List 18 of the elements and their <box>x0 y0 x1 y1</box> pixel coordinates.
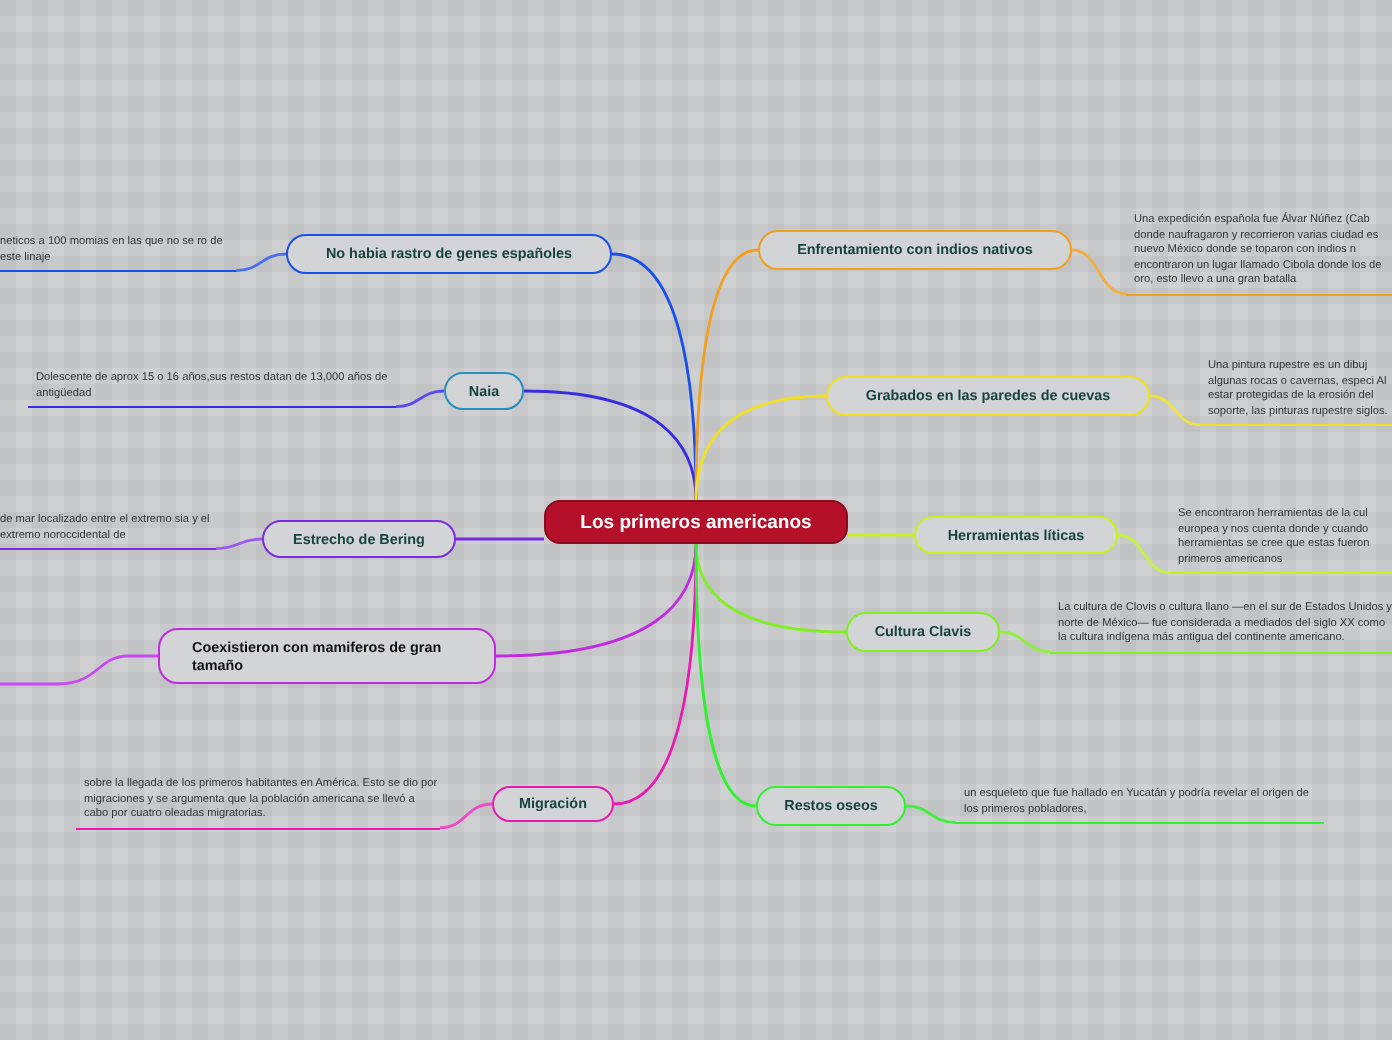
connector-line <box>1117 533 1171 575</box>
connector-line <box>905 804 957 824</box>
connector-line <box>235 252 287 272</box>
connector-line <box>1071 248 1127 296</box>
connector-line <box>848 533 914 537</box>
connector-line <box>694 543 847 634</box>
connector-line <box>694 394 827 501</box>
connector-line <box>1149 394 1201 427</box>
connector-line <box>523 389 698 501</box>
connector-line <box>395 389 445 408</box>
connector-line <box>0 654 158 686</box>
connector-line <box>495 543 698 658</box>
connector-line <box>456 537 544 541</box>
connector-line <box>694 544 757 808</box>
connector-line <box>999 630 1051 654</box>
central-topic: Los primeros americanos <box>544 500 848 544</box>
connector-line <box>439 802 493 830</box>
connector-line <box>215 537 263 550</box>
